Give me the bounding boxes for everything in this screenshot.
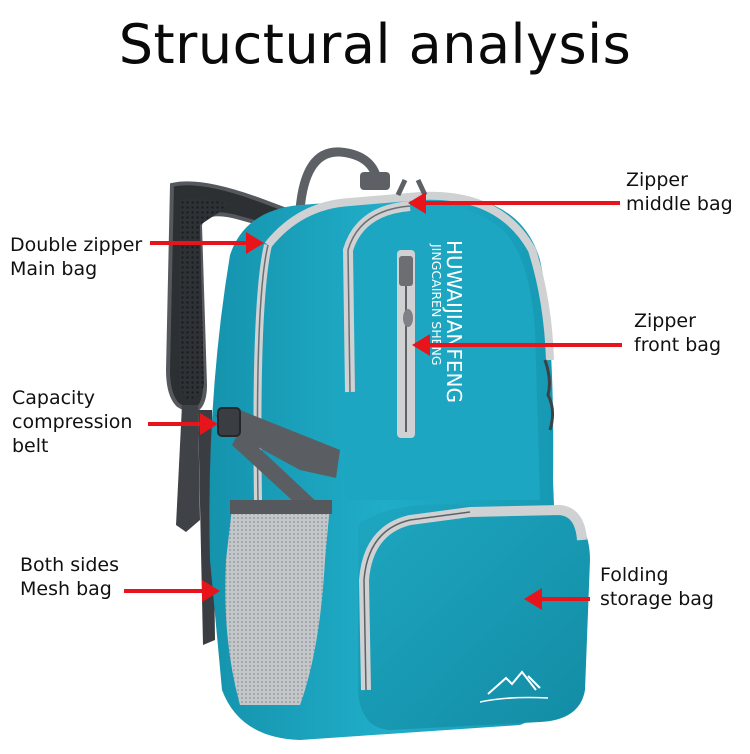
callout-text-line: Mesh bag bbox=[20, 578, 112, 600]
callout-text-line: Main bag bbox=[10, 258, 98, 280]
callout-double-zipper-main-bag: Double zipper Main bag bbox=[10, 233, 142, 281]
callout-capacity-compression-belt: Capacity compression belt bbox=[12, 386, 132, 458]
callout-folding-storage-bag: Folding storage bag bbox=[600, 563, 714, 611]
callout-text-line: Zipper bbox=[634, 310, 696, 332]
page-title: Structural analysis bbox=[118, 13, 632, 76]
arrow-right-icon bbox=[124, 580, 220, 602]
arrow-left-icon bbox=[524, 588, 590, 610]
brand-line-1: HUWAIJIANFENG bbox=[442, 240, 466, 403]
arrow-right-icon bbox=[150, 232, 264, 254]
callout-text-line: Zipper bbox=[626, 169, 688, 191]
arrow-left-icon bbox=[408, 192, 620, 214]
callout-text-line: belt bbox=[12, 435, 49, 457]
callout-text-line: Both sides bbox=[20, 554, 120, 576]
callout-text-line: compression bbox=[12, 411, 133, 433]
callout-text-line: Capacity bbox=[12, 387, 96, 409]
callout-zipper-middle-bag: Zipper middle bag bbox=[626, 168, 733, 216]
arrow-left-icon bbox=[412, 334, 622, 356]
callout-both-sides-mesh-bag: Both sides Mesh bag bbox=[20, 553, 119, 601]
arrow-right-icon bbox=[148, 413, 218, 435]
callout-zipper-front-bag: Zipper front bag bbox=[634, 309, 721, 357]
callout-text-line: middle bag bbox=[626, 193, 733, 215]
callout-text-line: Folding bbox=[600, 564, 669, 586]
callout-text-line: Double zipper bbox=[10, 234, 143, 256]
mountain-logo-icon bbox=[479, 670, 549, 703]
callout-text-line: storage bag bbox=[600, 588, 714, 610]
callout-text-line: front bag bbox=[634, 334, 722, 356]
brand-line-2: JINGCAIREN SHENG bbox=[429, 243, 444, 366]
